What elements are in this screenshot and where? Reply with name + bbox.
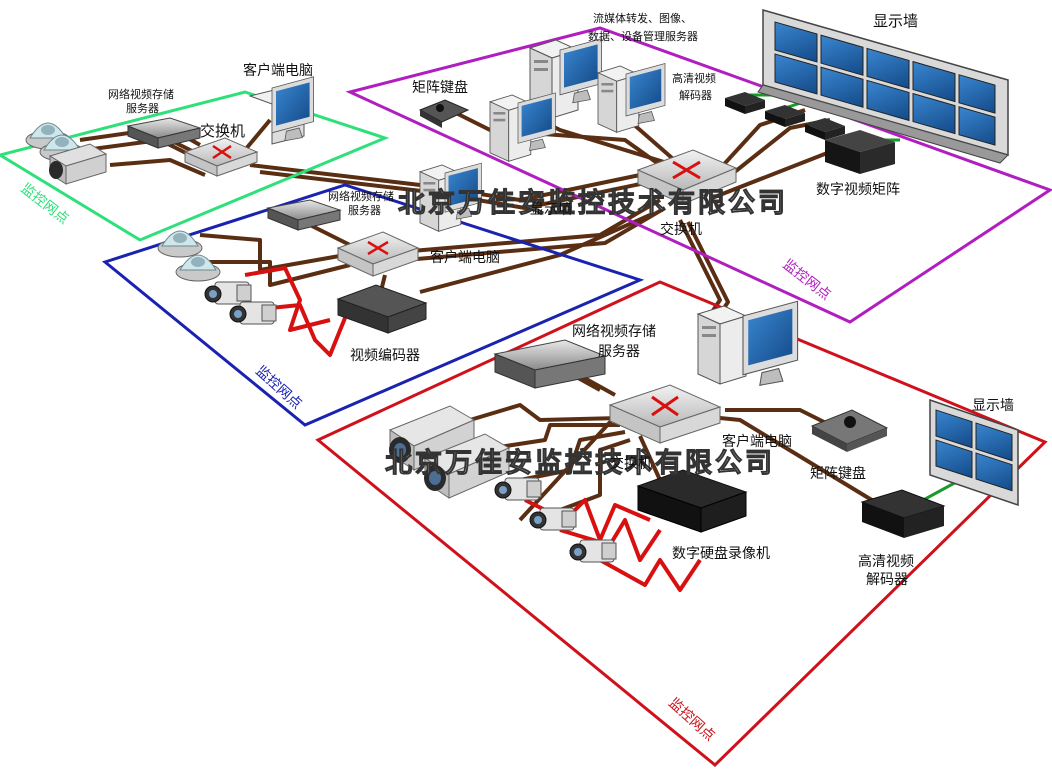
hd-decoder-top-1 [725, 92, 765, 114]
label-nvs-blue-2: 服务器 [348, 204, 381, 217]
zone-green-outline [0, 90, 390, 242]
display-wall-red [929, 398, 1019, 507]
label-nvs-red-2: 服务器 [598, 344, 640, 360]
switch-red [608, 384, 722, 444]
label-client-pc-green: 客户端电脑 [243, 62, 313, 79]
display-wall-main [757, 9, 1009, 164]
box-camera-red-1 [494, 477, 542, 501]
label-display-wall-red: 显示墙 [972, 398, 1014, 414]
hd-decoder-red [860, 489, 946, 538]
zone-label-purple: 监控网点 [780, 257, 834, 304]
label-switch-green: 交换机 [200, 122, 245, 140]
hd-decoder-top-3 [805, 118, 845, 140]
nvs-red [493, 339, 607, 389]
label-switch-center: 交换机 [660, 221, 702, 238]
dome-camera-blue-2 [175, 254, 221, 282]
server-pc-streaming-2 [597, 63, 666, 133]
digital-video-matrix [825, 130, 895, 174]
zone-blue-outline [101, 183, 645, 427]
label-nvs-red: 网络视频存储 [572, 324, 656, 340]
nvs-green [126, 117, 202, 149]
label-hd-decoder-top-2: 解码器 [679, 88, 712, 102]
zone-purple-outline [345, 26, 1052, 324]
box-camera-green [48, 143, 108, 185]
zone-label-green: 监控网点 [18, 181, 72, 228]
video-encoder [336, 284, 428, 334]
label-streaming-server-2: 数据、设备管理服务器 [588, 29, 698, 43]
label-nvs-green-2: 服务器 [126, 102, 159, 115]
box-camera-red-3 [569, 539, 617, 563]
hd-decoder-top-2 [765, 105, 805, 127]
label-switch-red: 交换机 [610, 455, 652, 472]
matrix-keyboard-top [418, 99, 470, 128]
nvs-blue [266, 199, 342, 231]
switch-blue [336, 231, 420, 277]
zone-red-outline [315, 280, 1048, 768]
label-display-wall-main: 显示墙 [873, 12, 918, 30]
watermark-1: 北京万佳安监控技术有限公司 [398, 187, 788, 219]
label-client-pc-blue: 客户端电脑 [430, 249, 500, 266]
server-pc-streaming-3 [489, 92, 556, 162]
client-pc-green [248, 76, 315, 145]
label-hd-decoder-red-2: 解码器 [866, 572, 908, 588]
label-digital-matrix: 数字视频矩阵 [816, 182, 900, 198]
label-hd-decoder-red: 高清视频 [858, 553, 914, 570]
label-matrix-keyboard-top: 矩阵键盘 [412, 79, 468, 96]
label-display-wall-center: 显示墙 [530, 202, 572, 218]
watermark-2: 北京万佳安监控技术有限公司 [385, 447, 775, 479]
label-hd-decoder-top: 高清视频 [672, 71, 716, 85]
box-camera-blue-1 [204, 281, 252, 305]
label-client-pc-red: 客户端电脑 [722, 433, 792, 450]
label-nvs-blue: 网络视频存储 [328, 189, 394, 203]
matrix-keyboard-red [810, 409, 889, 452]
label-video-encoder: 视频编码器 [350, 348, 420, 364]
label-nvs-green: 网络视频存储 [108, 87, 174, 101]
dvr [636, 469, 748, 533]
label-dvr: 数字硬盘录像机 [672, 545, 770, 562]
box-camera-red-2 [529, 507, 577, 531]
dome-camera-blue-1 [157, 230, 203, 258]
zone-label-red: 监控网点 [665, 695, 717, 744]
switch-center [636, 149, 738, 205]
switch-green [183, 137, 259, 177]
label-matrix-keyboard-red: 矩阵键盘 [810, 465, 866, 482]
label-streaming-server: 流媒体转发、图像、 [593, 11, 692, 25]
box-camera-blue-2 [229, 301, 277, 325]
client-pc-red [697, 300, 799, 386]
